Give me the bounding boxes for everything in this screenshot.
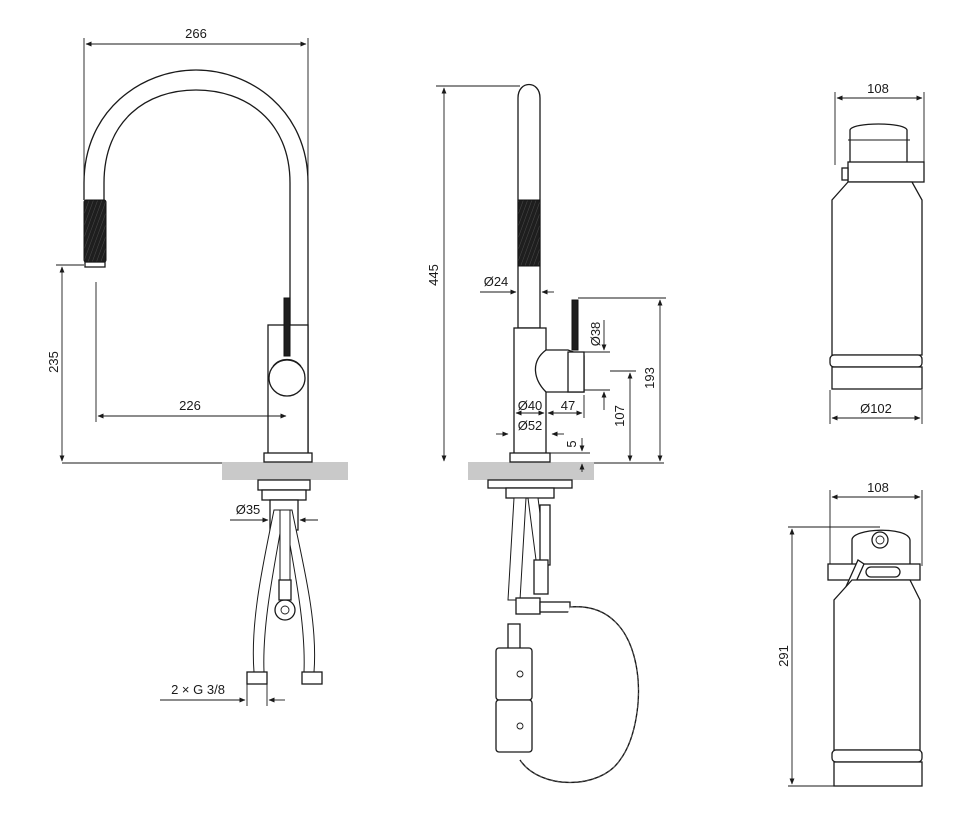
dim-spout-height: 235 bbox=[46, 351, 61, 373]
dim-connections: 2 × G 3/8 bbox=[171, 682, 225, 697]
dim-lever-top-height: 193 bbox=[642, 367, 657, 389]
dim-spout-reach: 266 bbox=[185, 26, 207, 41]
side-spray-head bbox=[517, 199, 541, 267]
dim-base-diameter: Ø52 bbox=[518, 418, 543, 433]
filter-front-view: 108 291 bbox=[776, 480, 923, 787]
dim-spray-diameter: Ø24 bbox=[484, 274, 509, 289]
dim-lever-reach: 47 bbox=[561, 398, 575, 413]
filter-cartridge-top bbox=[831, 181, 923, 356]
front-lever-handle bbox=[283, 297, 291, 357]
dim-total-height: 445 bbox=[426, 264, 441, 286]
dim-filter-top-diameter: Ø102 bbox=[860, 401, 892, 416]
dim-lever-bottom-height: 107 bbox=[612, 405, 627, 427]
dim-tail-diameter: Ø35 bbox=[236, 502, 261, 517]
side-countertop bbox=[468, 462, 594, 480]
front-view: 266 235 226 Ø35 2 × G 3/8 bbox=[46, 26, 348, 706]
front-spout bbox=[83, 69, 309, 455]
front-spray-head bbox=[83, 199, 107, 263]
dim-filter-top-width: 108 bbox=[867, 81, 889, 96]
dim-lever-diameter: Ø38 bbox=[588, 322, 603, 347]
side-filter-hose bbox=[519, 606, 639, 783]
dim-filter-height: 291 bbox=[776, 645, 791, 667]
dim-filter-front-width: 108 bbox=[867, 480, 889, 495]
dim-base-height: 5 bbox=[564, 440, 579, 447]
filter-side-view: 108 Ø102 bbox=[829, 81, 925, 424]
side-tap-body bbox=[513, 327, 547, 456]
dim-body-diameter: Ø40 bbox=[518, 398, 543, 413]
side-filter-head-connector bbox=[495, 647, 533, 701]
filter-cartridge-front bbox=[833, 579, 921, 751]
front-lever-knob bbox=[268, 359, 306, 397]
front-countertop bbox=[222, 462, 348, 480]
dim-outlet-reach: 226 bbox=[179, 398, 201, 413]
side-lever-handle bbox=[571, 299, 579, 351]
side-view: 445 Ø24 Ø38 Ø40 47 Ø52 5 107 19 bbox=[426, 83, 666, 784]
